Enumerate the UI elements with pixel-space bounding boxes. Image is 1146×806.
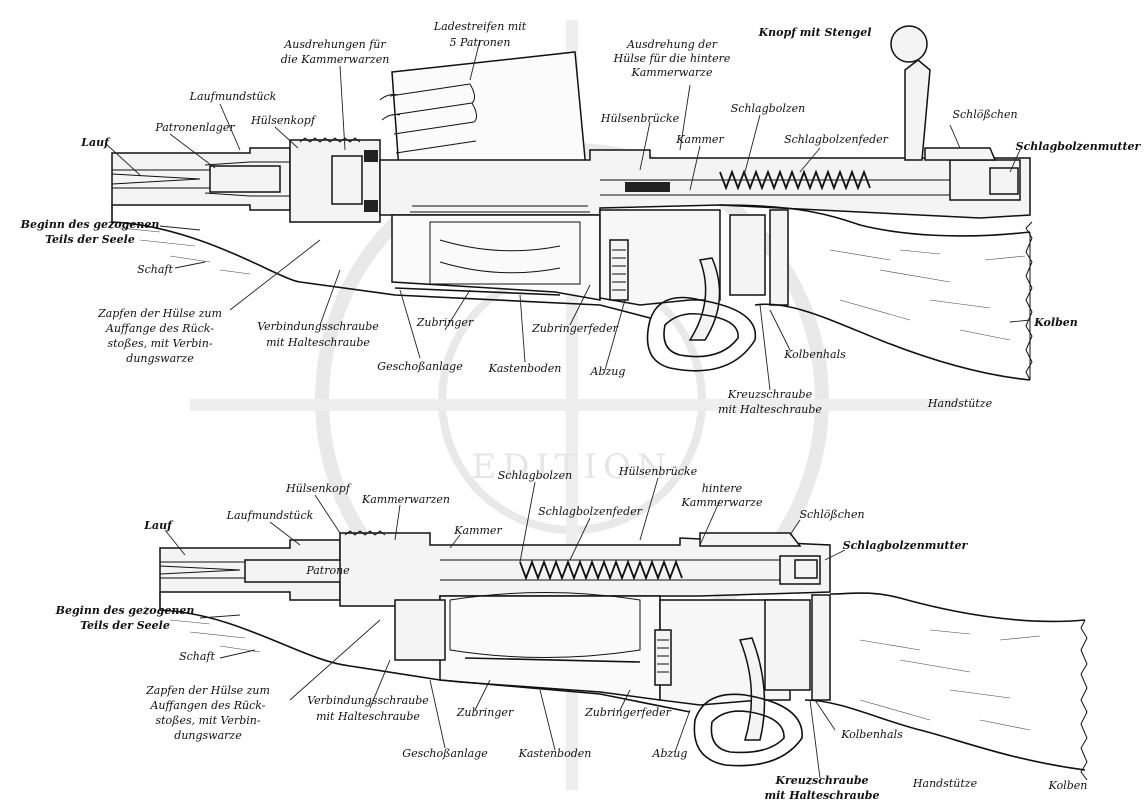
- label-b-schlagbolzen: Schlagbolzen: [498, 469, 572, 482]
- label-b-lauf: Lauf: [143, 519, 174, 532]
- label-b-teils-der-seele: Teils der Seele: [80, 619, 170, 632]
- watermark-text: EDITION: [471, 447, 672, 487]
- label-geschossanlage: Geschoßanlage: [377, 360, 463, 373]
- top-leader-lines: [104, 39, 1031, 391]
- bottom-trigger-group: [654, 594, 831, 767]
- label-b-schlagbolzenmutter: Schlagbolzenmutter: [843, 539, 969, 552]
- top-trigger-group: [599, 209, 789, 372]
- label-b-huelsenkopf: Hülsenkopf: [285, 482, 352, 495]
- label-verbindungsschraube: Verbindungsschraube: [257, 320, 379, 333]
- label-kreuz-halteschraube: mit Halteschraube: [718, 403, 822, 416]
- top-bolt-handle: [890, 25, 931, 161]
- bottom-rifle-drawing: [159, 530, 1088, 781]
- label-b-mit-halteschraube: mit Halteschraube: [316, 710, 420, 723]
- bottom-leader-lines: [164, 477, 846, 779]
- label-b-kolbenhals: Kolbenhals: [840, 728, 903, 741]
- label-kreuzschraube: Kreuzschraube: [727, 388, 813, 401]
- label-b-geschossanlage: Geschoßanlage: [402, 747, 488, 760]
- top-magazine: [391, 205, 601, 301]
- label-huelse-fuer: Hülse für die hintere: [613, 52, 731, 65]
- label-ausdrehung-der: Ausdrehung der: [626, 38, 718, 51]
- label-zubringer: Zubringer: [416, 316, 474, 329]
- label-schlagbolzenmutter: Schlagbolzenmutter: [1016, 140, 1142, 153]
- bottom-receiver: [339, 530, 831, 607]
- bottom-striker-spring: [519, 559, 683, 581]
- top-labels: Ladestreifen mit 5 Patronen Knopf mit St…: [20, 20, 1142, 416]
- label-b-beginn-gezogen: Beginn des gezogenen: [55, 604, 195, 617]
- label-patronenlager: Patronenlager: [154, 121, 235, 134]
- label-handstuetze: Handstütze: [927, 397, 993, 410]
- label-b-schlagbolzenfeder: Schlagbolzenfeder: [538, 505, 643, 518]
- label-ladestreifen: Ladestreifen mit: [433, 20, 527, 33]
- top-rifle-drawing: [111, 25, 1033, 381]
- label-b-kolben: Kolben: [1048, 779, 1088, 792]
- label-b-kastenboden: Kastenboden: [518, 747, 592, 760]
- label-huelsenkopf: Hülsenkopf: [250, 114, 317, 127]
- label-kammerwarzen: die Kammerwarzen: [281, 53, 390, 66]
- label-laufmundstueck: Laufmundstück: [189, 90, 277, 103]
- top-receiver-ring: [289, 137, 381, 223]
- label-b-schloesschen: Schlößchen: [799, 508, 864, 521]
- label-patronen: 5 Patronen: [450, 36, 511, 49]
- label-b-kammerwarzen: Kammerwarzen: [361, 493, 450, 506]
- label-kammer: Kammer: [675, 133, 724, 146]
- bottom-magazine: [394, 592, 661, 701]
- label-b-zubringer: Zubringer: [456, 706, 514, 719]
- label-b-kreuz-halteschraube: mit Halteschraube: [764, 789, 879, 802]
- label-zapfen-3: stoßes, mit Verbin-: [107, 337, 212, 350]
- label-b-laufmundstueck: Laufmundstück: [226, 509, 314, 522]
- label-ausdrehungen: Ausdrehungen für: [283, 38, 386, 51]
- label-knopf-mit-stengel: Knopf mit Stengel: [758, 26, 872, 39]
- top-barrel: [111, 147, 291, 211]
- label-b-zapfen-3: stoßes, mit Verbin-: [155, 714, 260, 727]
- label-mit-halteschraube: mit Halteschraube: [266, 336, 370, 349]
- label-b-patrone: Patrone: [305, 564, 350, 577]
- top-stock: [111, 204, 1033, 381]
- top-action: [379, 147, 1031, 219]
- label-b-abzug: Abzug: [652, 747, 688, 760]
- label-teils-der-seele: Teils der Seele: [45, 233, 135, 246]
- label-schlagbolzen: Schlagbolzen: [731, 102, 805, 115]
- label-abzug: Abzug: [590, 365, 626, 378]
- label-schaft: Schaft: [137, 263, 173, 276]
- label-zapfen-2: Auffange des Rück-: [105, 322, 214, 335]
- label-b-zapfen-4: dungswarze: [174, 729, 242, 742]
- label-zapfen-4: dungswarze: [126, 352, 194, 365]
- label-b-verbindungsschraube: Verbindungsschraube: [307, 694, 429, 707]
- label-kolbenhals: Kolbenhals: [783, 348, 846, 361]
- label-zapfen-1: Zapfen der Hülse zum: [97, 307, 222, 320]
- label-b-handstuetze: Handstütze: [912, 777, 978, 790]
- label-kastenboden: Kastenboden: [488, 362, 562, 375]
- label-b-zubringerfeder: Zubringerfeder: [584, 706, 672, 719]
- label-huelsenbruecke: Hülsenbrücke: [600, 112, 680, 125]
- label-b-zapfen-2: Auffangen des Rück-: [149, 699, 265, 712]
- label-zubringerfeder: Zubringerfeder: [531, 322, 619, 335]
- label-b-hintere: hintere: [702, 482, 743, 495]
- label-b-schaft: Schaft: [179, 650, 215, 663]
- label-schloesschen: Schlößchen: [952, 108, 1017, 121]
- label-b-zapfen-1: Zapfen der Hülse zum: [145, 684, 270, 697]
- bottom-labels: Schlagbolzen Hülsenbrücke Hülsenkopf hin…: [55, 465, 1088, 802]
- bottom-stock: [159, 592, 1088, 781]
- label-lauf: Lauf: [80, 136, 111, 149]
- label-schlagbolzenfeder: Schlagbolzenfeder: [784, 133, 889, 146]
- label-b-kammerwarze: Kammerwarze: [681, 496, 763, 509]
- label-b-kreuzschraube: Kreuzschraube: [774, 774, 868, 787]
- label-b-huelsenbruecke: Hülsenbrücke: [618, 465, 698, 478]
- label-beginn-gezogen: Beginn des gezogenen: [20, 218, 160, 231]
- label-kolben: Kolben: [1033, 316, 1078, 329]
- label-b-kammer: Kammer: [453, 524, 502, 537]
- label-kammerwarze: Kammerwarze: [631, 66, 713, 79]
- top-striker-spring: [719, 169, 871, 191]
